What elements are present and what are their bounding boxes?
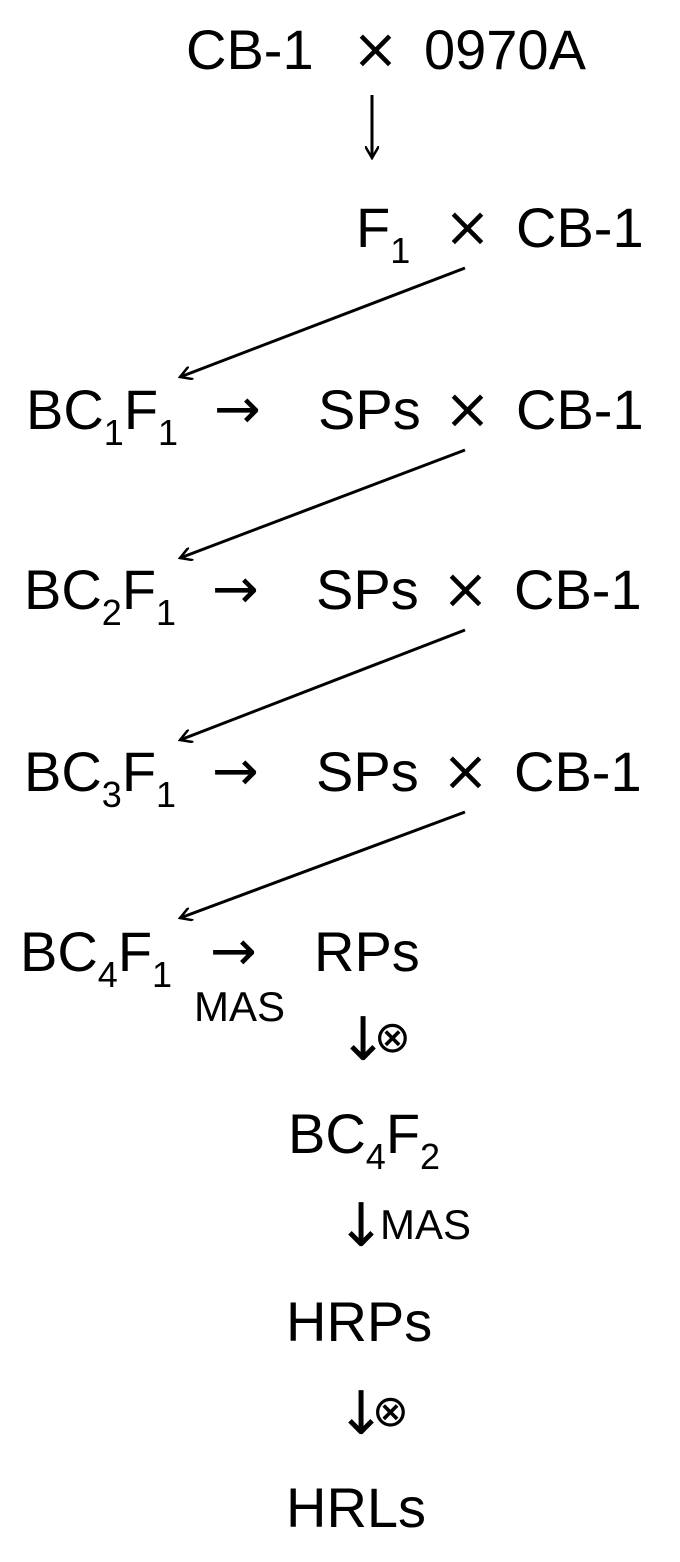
method-mas: MAS [194,983,286,1030]
gen-bc4f2: BC4F2 [288,1102,441,1177]
right-arrow: → [212,739,259,804]
parent-donor: 0970A [424,18,586,81]
gen-f1: F1 [356,200,410,269]
diagonal-arrow-3 [180,628,466,740]
selection-sps: SPs [318,378,421,441]
gen-bc4f1: BC4F1 [20,920,173,995]
gen-bc1f1: BC1F1 [26,378,179,453]
diagonal-arrow-1 [180,266,466,377]
parent-recurrent: CB-1 [516,378,644,441]
selection-sps: SPs [316,558,419,621]
cross-symbol: × [442,739,489,804]
down-arrow: ↓ [336,1191,387,1261]
down-arrow: ↓ [338,1005,389,1075]
cross-symbol: × [352,17,399,82]
parent-recurrent: CB-1 [186,18,314,81]
right-arrow: → [212,557,259,622]
gen-hrls: HRLs [286,1476,427,1539]
cross-symbol: × [444,377,491,442]
gen-bc2f1: BC2F1 [24,558,177,633]
cross-symbol: × [442,557,489,622]
down-arrow: ↓ [336,1379,387,1449]
gen-hrps: HRPs [286,1290,433,1353]
gen-f1-base: F [356,196,391,259]
method-mas: MAS [380,1201,472,1248]
diagonal-arrow-4 [180,810,466,918]
right-arrow: → [210,919,257,984]
selection-sps: SPs [316,740,419,803]
parent-recurrent: CB-1 [516,196,644,259]
parent-recurrent: CB-1 [514,558,642,621]
parent-recurrent: CB-1 [514,740,642,803]
selection-rps: RPs [314,920,420,983]
selfing-symbol: ⊗ [374,1012,411,1063]
gen-bc3f1: BC3F1 [24,740,177,815]
diagonal-arrow-2 [180,448,466,558]
cross-symbol: × [444,195,491,260]
right-arrow: → [214,377,261,442]
gen-f1-sub: 1 [390,230,411,271]
selfing-symbol: ⊗ [372,1386,409,1437]
